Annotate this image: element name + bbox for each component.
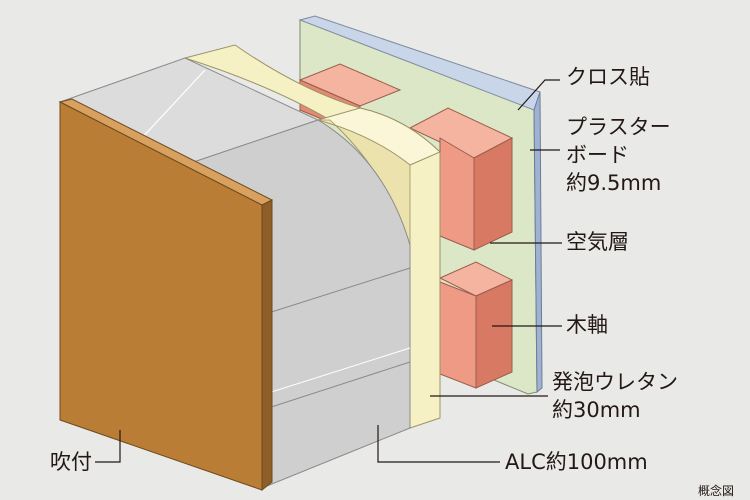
label-wood-frame: 木軸 [566, 313, 608, 337]
alc-block [58, 57, 411, 489]
label-air-layer: 空気層 [566, 230, 629, 254]
label-plasterboard-1: プラスター [566, 115, 671, 139]
label-plasterboard-3: 約9.5mm [566, 171, 662, 195]
label-urethane-1: 発泡ウレタン [552, 370, 678, 394]
spray-finish-panel [58, 98, 274, 492]
label-alc: ALC約100mm [505, 450, 648, 474]
leader-lines [95, 79, 562, 463]
label-urethane-2: 約30mm [552, 398, 641, 422]
label-plasterboard-2: ボード [566, 143, 629, 167]
leader-alc [377, 425, 500, 463]
label-concept: 概念図 [698, 484, 735, 498]
cloth-finish-edge [533, 91, 543, 394]
wood-stud-lower [438, 261, 514, 389]
label-spray: 吹付 [50, 450, 92, 474]
leader-spray [95, 430, 121, 463]
leader-cloth [517, 79, 560, 111]
label-cloth: クロス貼 [566, 65, 650, 89]
